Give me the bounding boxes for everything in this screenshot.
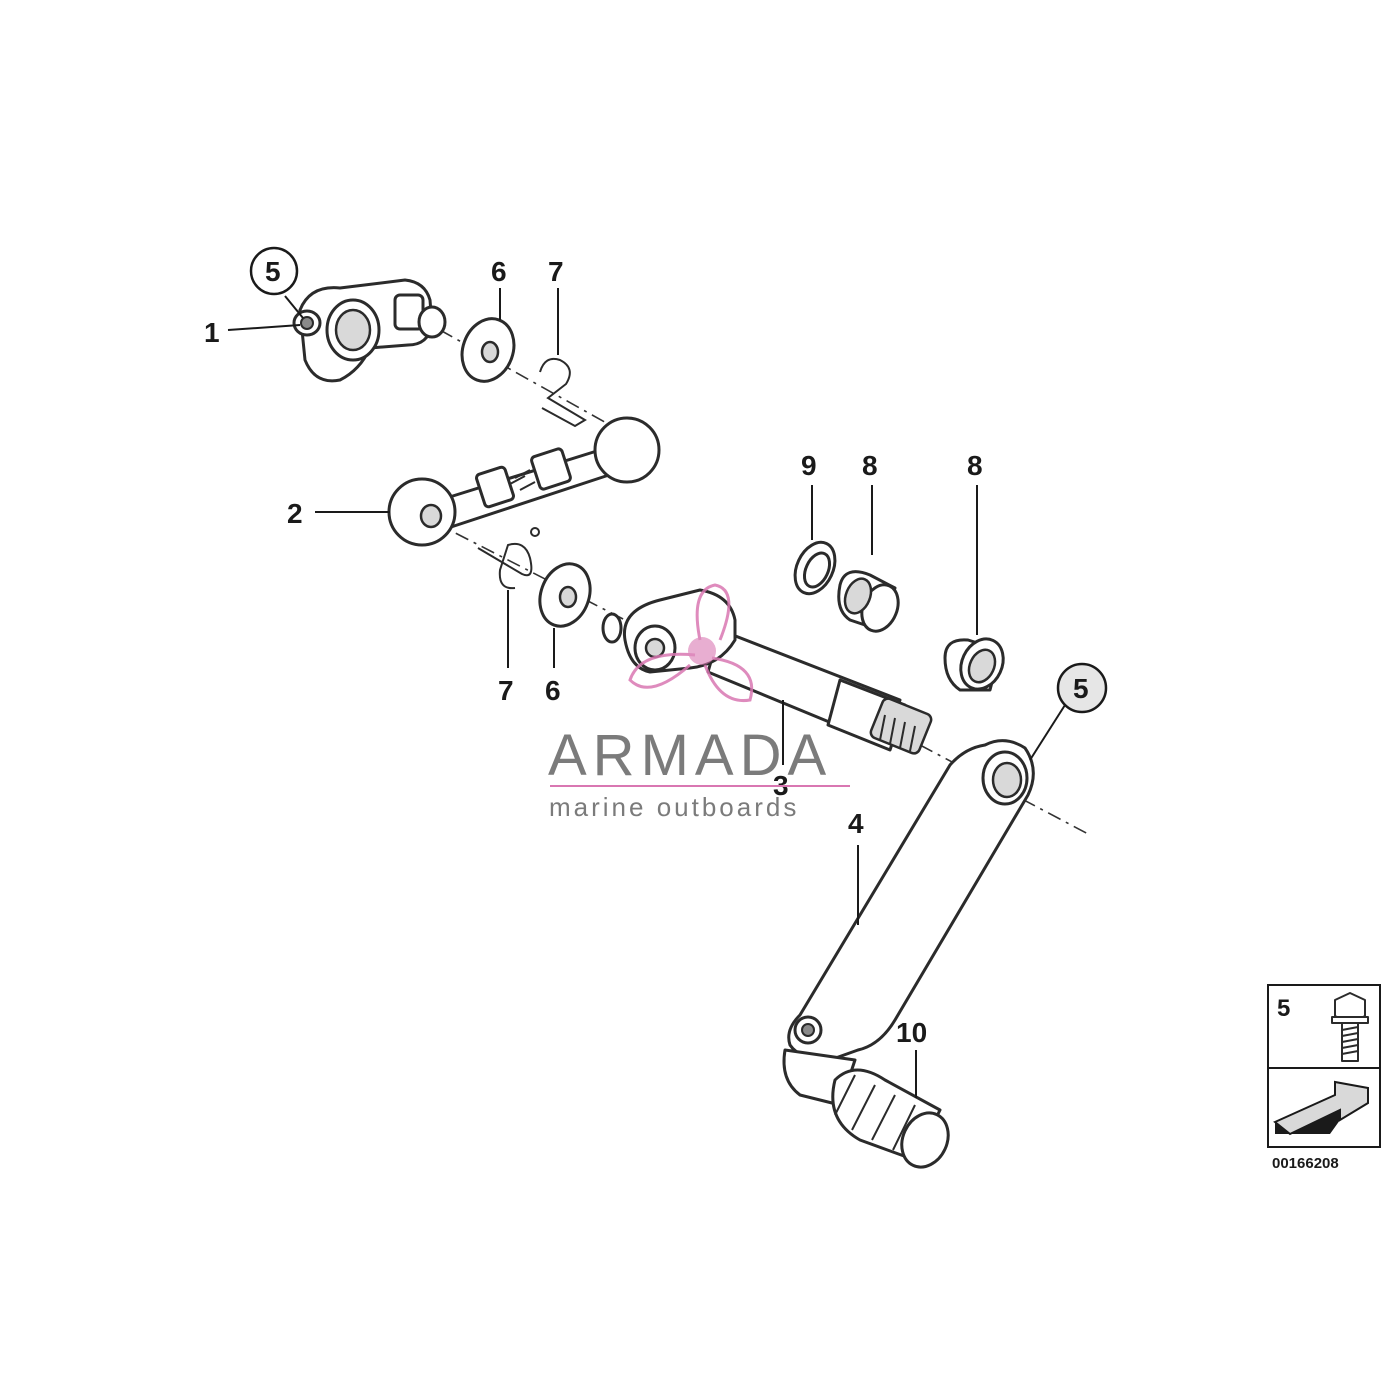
callout-9: 9 (801, 450, 817, 481)
part-8-bushing-lower (943, 637, 1005, 692)
part-9-ring (793, 540, 837, 596)
part-10-foot-peg (831, 1068, 950, 1169)
part-6-washer-upper (460, 317, 516, 383)
callout-6-upper: 6 (491, 256, 507, 287)
callout-6-lower: 6 (545, 675, 561, 706)
leader-5b (1029, 704, 1066, 761)
part-3-shift-shaft (601, 588, 933, 755)
callout-5-circle-lower (1056, 662, 1108, 714)
callout-8-left: 8 (862, 450, 878, 481)
part-4-shift-lever (782, 739, 1035, 1107)
legend-box: 5 (1267, 984, 1381, 1148)
part-2-shift-rod (387, 416, 661, 547)
diagram-id: 00166208 (1272, 1155, 1339, 1172)
callout-4: 4 (848, 808, 864, 839)
callout-1: 1 (204, 317, 220, 348)
part-7-clip-lower (477, 527, 540, 590)
watermark-brand: ARMADA (548, 723, 832, 788)
callout-5-lower: 5 (1073, 673, 1089, 704)
bolt-icon (1331, 992, 1369, 1062)
part-7-clip-upper (539, 357, 587, 428)
callout-10: 10 (896, 1017, 927, 1048)
watermark-tagline: marine outboards (549, 792, 799, 822)
callout-7-lower: 7 (498, 675, 514, 706)
leader-1 (227, 324, 301, 331)
part-1-clamp-lever (292, 278, 447, 383)
axis-middle (429, 519, 626, 621)
part-6-washer-lower (538, 562, 592, 628)
legend-part-number: 5 (1277, 995, 1290, 1022)
callout-5-circle-upper (249, 246, 299, 296)
callout-8-right: 8 (967, 450, 983, 481)
leader-5a (284, 295, 304, 319)
callout-2: 2 (287, 498, 303, 529)
callout-7-upper: 7 (548, 256, 564, 287)
part-8-bushing-upper (837, 570, 900, 633)
watermark-logo (628, 583, 754, 703)
callout-5-upper: 5 (265, 256, 281, 287)
arrow-icon (1273, 1080, 1369, 1136)
